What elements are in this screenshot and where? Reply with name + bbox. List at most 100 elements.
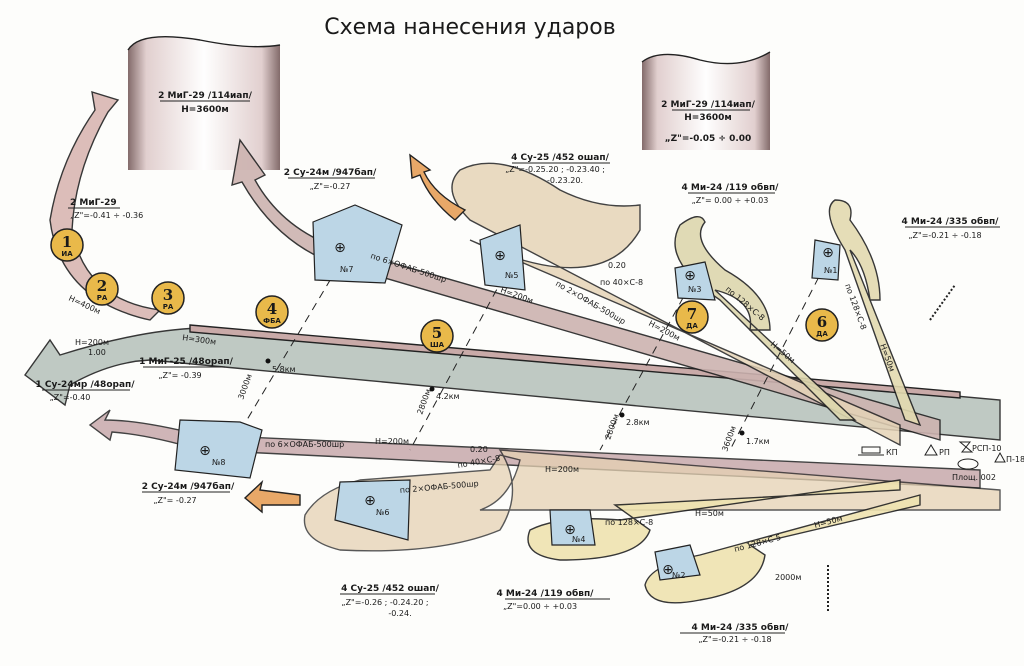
svg-text:⊕: ⊕ xyxy=(364,493,376,509)
svg-text:№7: №7 xyxy=(340,265,353,274)
column-left-label: 2 МиГ-29 /114иап/ xyxy=(158,91,252,101)
target-5: №5 ⊕ xyxy=(479,224,526,291)
svg-text:РА: РА xyxy=(163,303,174,311)
airfield-legend: КП РП РСП-10 П-18 Площ. 002 xyxy=(827,284,1024,612)
svg-text:4.2км: 4.2км xyxy=(436,392,460,401)
route-mi24-119-top xyxy=(674,216,857,421)
group-labels: 2 МиГ-29 „Z"=-0.41 ÷ -0.36 2 Су-24м /947… xyxy=(35,153,1000,644)
mi24-335-bottom-z: „Z"=-0.21 ÷ -0.18 xyxy=(698,635,771,644)
route-su25-bottom-loop xyxy=(303,449,1001,552)
target-1: №1 ⊕ xyxy=(811,239,841,281)
svg-text:№1: №1 xyxy=(824,266,837,275)
rsp-label: РСП-10 xyxy=(972,444,1002,453)
svg-text:2800м: 2800м xyxy=(603,413,620,441)
target-2: №2⊕ xyxy=(654,544,701,581)
target-7: №7 ⊕ xyxy=(312,204,403,284)
svg-text:Н=200м: Н=200м xyxy=(75,338,109,347)
su25-top-z2: -0.23.20. xyxy=(547,176,583,185)
route-su24-top xyxy=(231,138,941,441)
svg-text:5.8км: 5.8км xyxy=(272,365,296,374)
svg-text:0.20: 0.20 xyxy=(470,445,488,454)
svg-text:по 6×ОФАБ-500шр: по 6×ОФАБ-500шр xyxy=(265,440,344,449)
airfield-area-icon xyxy=(957,458,979,470)
svg-text:2000м: 2000м xyxy=(775,573,801,582)
badge-6: 6ДА xyxy=(805,308,839,342)
route-su25-exit-arrow xyxy=(409,153,467,221)
mi24-119-top-label: 4 Ми-24 /119 обвп/ xyxy=(682,182,780,193)
p18-label: П-18 xyxy=(1006,455,1024,464)
su25-bottom-z: „Z"=-0.26 ; -0.24.20 ; xyxy=(341,598,428,607)
svg-text:5: 5 xyxy=(432,324,442,342)
su24mr-label: 1 Су-24мр /48орап/ xyxy=(35,380,135,390)
mig29-label: 2 МиГ-29 xyxy=(70,198,117,208)
route-su25-exit-arrow-bottom xyxy=(243,479,301,514)
svg-text:0.20: 0.20 xyxy=(608,261,626,270)
svg-text:⊕: ⊕ xyxy=(684,268,696,284)
svg-text:3: 3 xyxy=(163,286,173,304)
badge-3: 3РА xyxy=(151,281,185,315)
route-mi24-335-top xyxy=(828,199,922,427)
patrol-column-left: 2 МиГ-29 /114иап/ Н=3600м xyxy=(127,35,281,171)
svg-text:по 40×С-8: по 40×С-8 xyxy=(600,278,643,287)
column-right-label: 2 МиГ-29 /114иап/ xyxy=(661,100,755,110)
su24-top-z: „Z"=-0.27 xyxy=(310,182,351,191)
badge-1: 1ИА xyxy=(50,228,84,262)
svg-text:1.7км: 1.7км xyxy=(746,437,770,446)
mi24-119-top-z: „Z"= 0.00 ÷ +0.03 xyxy=(692,196,769,205)
svg-text:4: 4 xyxy=(267,300,277,318)
patrol-column-right: 2 МиГ-29 /114иап/ Н=3600м „Z"=-0.05 ÷ 0.… xyxy=(641,51,771,150)
badge-7: 7ДА xyxy=(675,300,709,334)
kp-label: КП xyxy=(886,448,898,457)
svg-text:⊕: ⊕ xyxy=(199,443,211,459)
route-su25-top-loop xyxy=(451,162,901,447)
su25-top-z: „Z"=-0.25.20 ; -0.23.40 ; xyxy=(505,165,605,174)
svg-text:ФБА: ФБА xyxy=(263,317,281,325)
svg-text:⊕: ⊕ xyxy=(662,562,674,578)
target-4: №4⊕ xyxy=(549,509,596,546)
target-3: №3⊕ xyxy=(674,261,716,301)
svg-text:2.8км: 2.8км xyxy=(626,418,650,427)
approach-lines xyxy=(234,254,826,451)
svg-text:№5: №5 xyxy=(505,271,518,280)
svg-text:⊕: ⊕ xyxy=(564,522,576,538)
su25-bottom-z2: -0.24. xyxy=(388,609,411,618)
svg-text:№2: №2 xyxy=(672,571,685,580)
svg-text:⊕: ⊕ xyxy=(822,245,834,261)
flight-director-icon xyxy=(924,444,938,456)
svg-text:3600м: 3600м xyxy=(720,425,737,453)
su24mr-z: „Z"=-0.40 xyxy=(50,393,91,402)
mi24-335-top-label: 4 Ми-24 /335 обвп/ xyxy=(902,216,1000,227)
svg-text:7: 7 xyxy=(687,305,697,323)
svg-text:ИА: ИА xyxy=(61,250,73,258)
svg-text:№3: №3 xyxy=(688,285,701,294)
route-mig29-climb xyxy=(49,90,162,321)
svg-text:ДА: ДА xyxy=(686,322,698,330)
su24-bottom-label: 2 Су-24м /947бап/ xyxy=(142,481,235,492)
mi24-335-top-z: „Z"=-0.21 ÷ -0.18 xyxy=(908,231,981,240)
svg-text:2: 2 xyxy=(97,277,107,295)
svg-text:по 128×С-8: по 128×С-8 xyxy=(605,518,653,527)
svg-text:1.00: 1.00 xyxy=(88,348,106,357)
svg-text:Н=200м: Н=200м xyxy=(375,437,409,446)
mi24-119-bottom-z: „Z"=0.00 ÷ +0.03 xyxy=(503,602,577,611)
su25-bottom-label: 4 Су-25 /452 ошап/ xyxy=(341,584,440,594)
su24-bottom-z: „Z"= -0.27 xyxy=(153,496,196,505)
svg-text:Н=50м: Н=50м xyxy=(695,509,724,518)
mi24-119-bottom-label: 4 Ми-24 /119 обвп/ xyxy=(497,588,595,599)
column-right-z: „Z"=-0.05 ÷ 0.00 xyxy=(665,134,752,144)
target-6: №6⊕ xyxy=(334,479,411,541)
mig29-z: „Z"=-0.41 ÷ -0.36 xyxy=(70,211,143,220)
svg-text:⊕: ⊕ xyxy=(494,248,506,264)
column-left-altitude: Н=3600м xyxy=(181,105,228,115)
command-post-icon xyxy=(858,446,884,456)
mig25-z: „Z"= -0.39 xyxy=(158,371,201,380)
svg-text:⊕: ⊕ xyxy=(334,240,346,256)
svg-text:ША: ША xyxy=(430,341,445,349)
svg-text:6: 6 xyxy=(817,313,827,331)
targets: №7⊕ №5⊕ №3⊕ №1⊕ №8⊕ №6⊕ №4⊕ №2⊕ xyxy=(174,204,841,581)
svg-text:1: 1 xyxy=(62,233,72,251)
svg-text:№4: №4 xyxy=(572,535,585,544)
su24-top-label: 2 Су-24м /947бап/ xyxy=(284,167,377,178)
